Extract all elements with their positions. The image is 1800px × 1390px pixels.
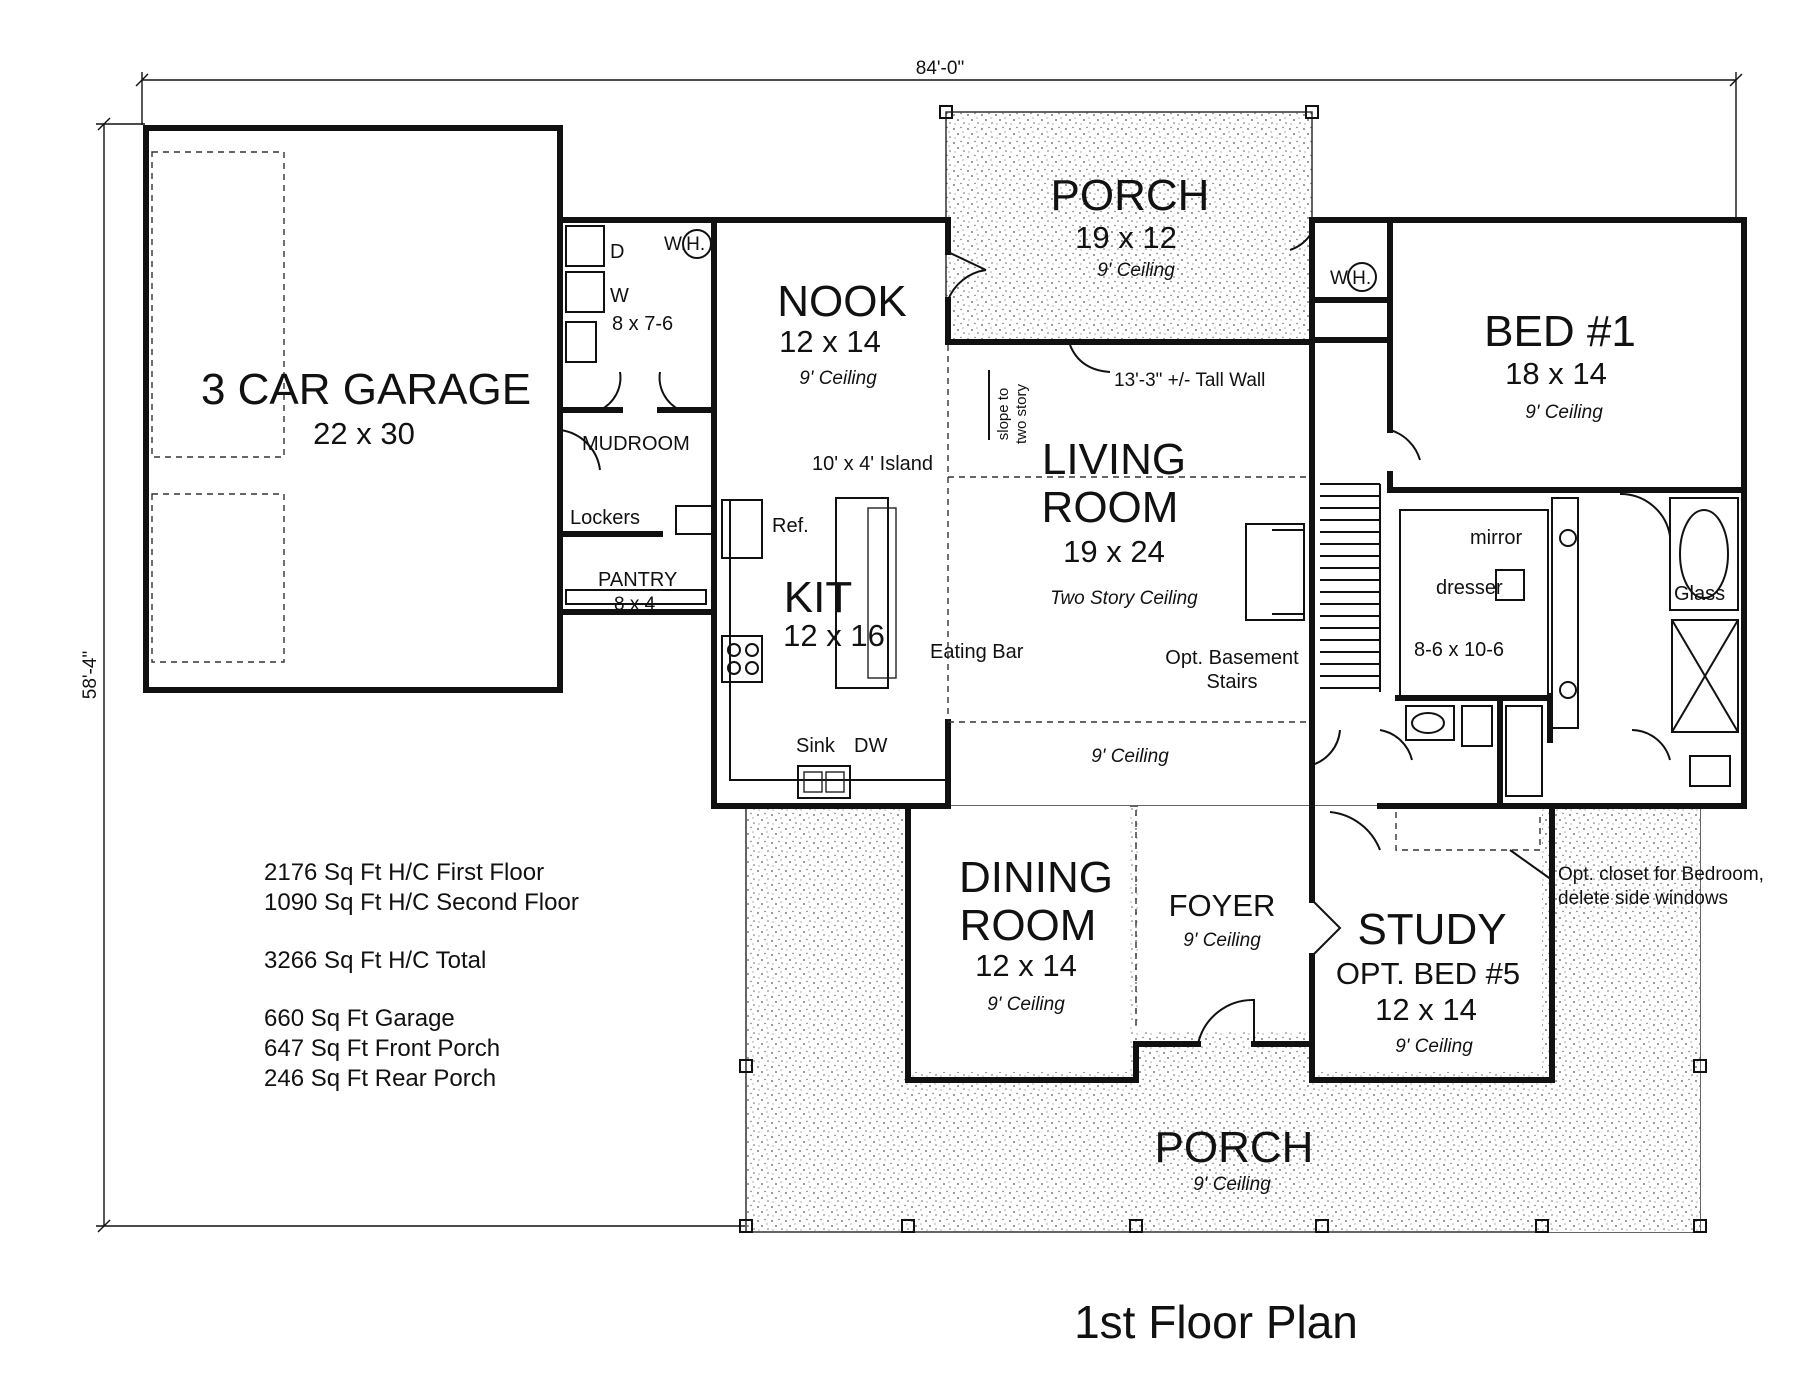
- stat-garage: 660 Sq Ft Garage: [264, 1005, 455, 1032]
- tall-wall-note: 13'-3" +/- Tall Wall: [1114, 370, 1265, 391]
- front-rooms: [905, 803, 1555, 1083]
- study-ceiling: 9' Ceiling: [1395, 1036, 1473, 1057]
- closet-size: 8-6 x 10-6: [1414, 639, 1504, 661]
- nook-ceiling: 9' Ceiling: [799, 368, 877, 389]
- slope-note-line2: two story: [1013, 383, 1030, 444]
- bed1-name: BED #1: [1484, 307, 1636, 356]
- island-label: 10' x 4' Island: [812, 453, 933, 475]
- kitchen-nook: [711, 217, 987, 809]
- bed1-ceiling: 9' Ceiling: [1525, 402, 1603, 423]
- rear-porch-name: PORCH: [1051, 171, 1210, 220]
- rear-porch-size: 19 x 12: [1075, 220, 1177, 255]
- living-name-line2: ROOM: [1042, 483, 1179, 532]
- mirror-label: mirror: [1470, 527, 1523, 549]
- garage-name: 3 CAR GARAGE: [201, 365, 531, 414]
- study-name: STUDY: [1357, 905, 1506, 954]
- rear-porch-ceiling: 9' Ceiling: [1097, 260, 1175, 281]
- kitchen-size: 12 x 16: [783, 618, 885, 653]
- ref-label: Ref.: [772, 515, 809, 537]
- porch-posts: [739, 105, 1707, 1233]
- master-suite: [1289, 217, 1747, 809]
- dining-size: 12 x 14: [975, 948, 1077, 983]
- dining-name-line1: DINING: [959, 853, 1113, 902]
- stat-front-porch: 647 Sq Ft Front Porch: [264, 1035, 500, 1062]
- bed1-water-heater: W.H.: [1330, 268, 1371, 289]
- room-labels: 3 CAR GARAGE 22 x 30 D W 8 x 7-6 W.H. MU…: [201, 171, 1764, 1195]
- laundry-water-heater: W.H.: [664, 234, 705, 255]
- dining-ceiling: 9' Ceiling: [987, 994, 1065, 1015]
- slope-note-line1: slope to: [995, 388, 1012, 441]
- living-size: 19 x 24: [1063, 534, 1165, 569]
- stat-total: 3266 Sq Ft H/C Total: [264, 947, 486, 974]
- living-ceiling: Two Story Ceiling: [1050, 588, 1198, 609]
- sink-label: Sink: [796, 735, 836, 757]
- bed1-size: 18 x 14: [1505, 356, 1607, 391]
- stat-rear-porch: 246 Sq Ft Rear Porch: [264, 1065, 496, 1092]
- foyer-ceiling: 9' Ceiling: [1183, 930, 1261, 951]
- laundry-size: 8 x 7-6: [612, 313, 673, 335]
- washer-label: W: [610, 285, 629, 307]
- dining-name-line2: ROOM: [960, 901, 1097, 950]
- plan-title: 1st Floor Plan: [1074, 1296, 1358, 1348]
- depth-dimension: 58'-4": [80, 651, 101, 699]
- study-note-line2: delete side windows: [1558, 888, 1728, 909]
- pantry-size: 8 x 4: [614, 594, 656, 615]
- nook-name: NOOK: [777, 277, 907, 326]
- front-porch-name: PORCH: [1155, 1123, 1314, 1172]
- stat-first-floor: 2176 Sq Ft H/C First Floor: [264, 859, 544, 886]
- width-dimension: 84'-0": [916, 58, 964, 79]
- dresser-label: dresser: [1436, 577, 1503, 599]
- garage-size: 22 x 30: [313, 416, 415, 451]
- kitchen-name: KIT: [784, 573, 852, 622]
- study-alt-name: OPT. BED #5: [1336, 956, 1520, 991]
- dw-label: DW: [854, 735, 887, 757]
- mudroom-wing: [557, 217, 717, 615]
- stairs: [1309, 217, 1413, 809]
- stairs-note-line2: Stairs: [1206, 671, 1257, 693]
- eating-bar-label: Eating Bar: [930, 641, 1024, 663]
- front-porch-ceiling: 9' Ceiling: [1193, 1174, 1271, 1195]
- living-lower-ceiling: 9' Ceiling: [1091, 746, 1169, 767]
- living-name-line1: LIVING: [1042, 435, 1186, 484]
- stairs-note-line1: Opt. Basement: [1165, 647, 1299, 669]
- study-size: 12 x 14: [1375, 992, 1477, 1027]
- foyer-name: FOYER: [1169, 888, 1276, 923]
- mudroom-name: MUDROOM: [582, 433, 690, 455]
- study-note-line1: Opt. closet for Bedroom,: [1558, 864, 1764, 885]
- lockers-name: Lockers: [570, 507, 640, 529]
- glass-label: Glass: [1674, 583, 1725, 605]
- overall-dimensions: 84'-0" 58'-4": [80, 58, 1743, 1233]
- nook-size: 12 x 14: [779, 324, 881, 359]
- pantry-name: PANTRY: [598, 569, 677, 591]
- square-footage-list: 2176 Sq Ft H/C First Floor 1090 Sq Ft H/…: [264, 859, 579, 1092]
- dryer-label: D: [610, 241, 624, 263]
- stat-second-floor: 1090 Sq Ft H/C Second Floor: [264, 889, 579, 916]
